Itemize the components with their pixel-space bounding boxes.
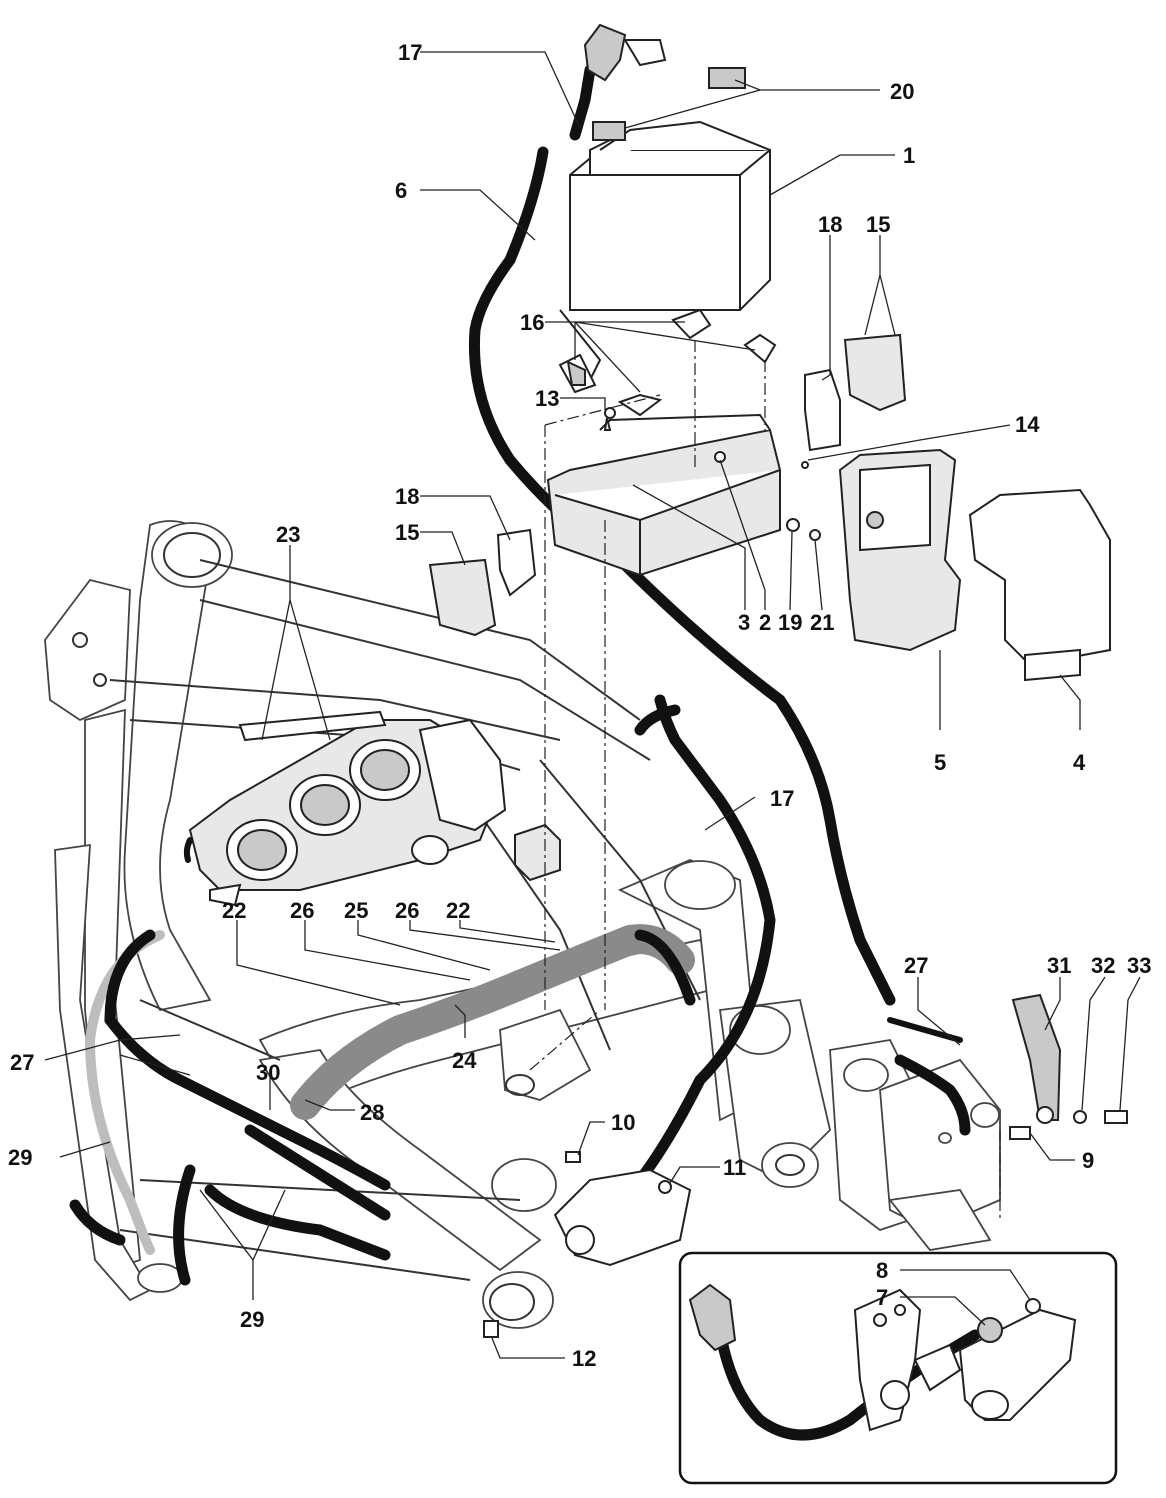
callout-12: 12 (572, 1346, 596, 1371)
ecu-cover (968, 488, 1111, 682)
callout-10: 10 (611, 1110, 635, 1135)
callout-33: 33 (1127, 953, 1151, 978)
bolts (483, 1110, 1128, 1338)
callout-20: 20 (890, 79, 914, 104)
callout-24: 24 (452, 1048, 477, 1073)
fuses-right (843, 333, 907, 412)
callout-18-right: 18 (818, 212, 842, 237)
callout-26-left: 26 (290, 898, 314, 923)
callout-5: 5 (934, 750, 946, 775)
callout-7: 7 (876, 1285, 888, 1310)
callout-18-left: 18 (395, 484, 419, 509)
starter (553, 1168, 692, 1267)
relay-block (514, 823, 561, 882)
leader-lines (44, 51, 1141, 1359)
callout-3: 3 (738, 610, 750, 635)
fuses-left (428, 558, 497, 637)
callout-32: 32 (1091, 953, 1115, 978)
callout-22-left: 22 (222, 898, 246, 923)
throttle-body (183, 710, 507, 907)
callout-9: 9 (1082, 1148, 1094, 1173)
detail-inset (678, 1251, 1118, 1485)
callout-4: 4 (1073, 750, 1086, 775)
callout-21: 21 (810, 610, 834, 635)
callout-2: 2 (759, 610, 771, 635)
callout-31: 31 (1047, 953, 1071, 978)
callout-15-left: 15 (395, 520, 419, 545)
callout-23: 23 (276, 522, 300, 547)
bracket-31 (1011, 993, 1062, 1124)
callout-26-right: 26 (395, 898, 419, 923)
callout-27-left: 27 (10, 1050, 34, 1075)
fuse-bracket-left (496, 528, 537, 597)
fuse-bracket-right (804, 368, 841, 452)
callout-16: 16 (520, 310, 544, 335)
callout-1: 1 (903, 143, 915, 168)
callout-17-top: 17 (398, 40, 422, 65)
callout-25: 25 (344, 898, 368, 923)
callout-labels: 17 20 1 6 18 15 16 13 14 18 15 23 3 2 19… (8, 40, 1151, 1371)
callout-22-right: 22 (446, 898, 470, 923)
callout-11: 11 (723, 1155, 746, 1180)
callout-17-lower: 17 (770, 786, 794, 811)
callout-15-right: 15 (866, 212, 890, 237)
callout-30: 30 (256, 1060, 280, 1085)
callout-8: 8 (876, 1258, 888, 1283)
callout-29-left: 29 (8, 1145, 32, 1170)
battery (569, 67, 771, 311)
callout-19: 19 (778, 610, 802, 635)
callout-28: 28 (360, 1100, 384, 1125)
hardware (603, 407, 821, 541)
callout-29-bottom: 29 (240, 1307, 264, 1332)
assembly-lines (529, 340, 1001, 1220)
callout-27-right: 27 (904, 953, 928, 978)
callout-13: 13 (535, 386, 559, 411)
ecu (838, 448, 962, 652)
callout-14: 14 (1015, 412, 1040, 437)
callout-6: 6 (395, 178, 407, 203)
